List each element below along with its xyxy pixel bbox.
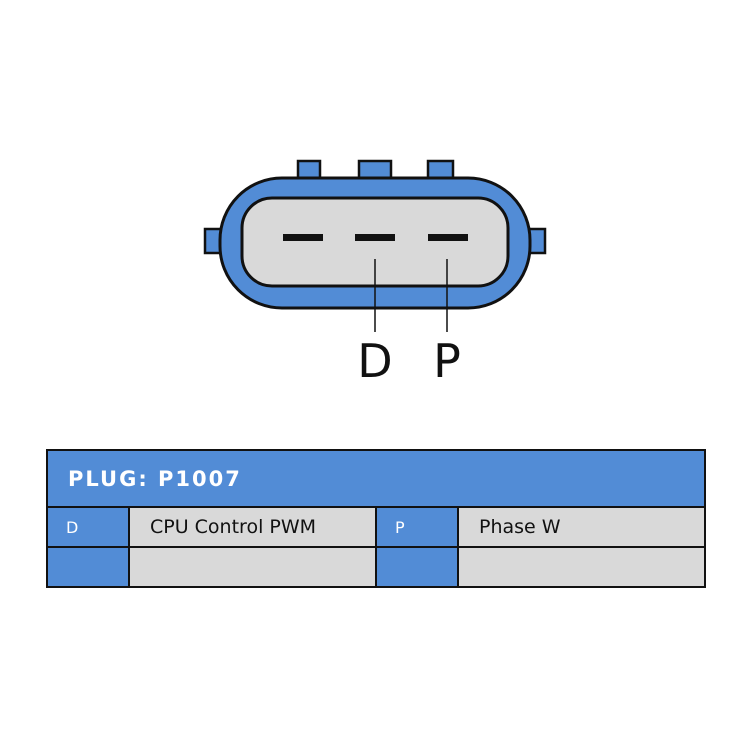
- pin-slot-2: [355, 234, 395, 241]
- pin-description-cell: [457, 546, 706, 588]
- pin-description-cell: Phase W: [457, 506, 706, 548]
- pin-slot-3: [428, 234, 468, 241]
- pin-id-cell: D: [46, 506, 130, 548]
- pin-id-cell: [46, 546, 130, 588]
- plug-title: PLUG: P1007: [46, 449, 706, 508]
- pin-label-p: P: [433, 334, 461, 388]
- connector-illustration: D P: [203, 159, 547, 388]
- pin-description-cell: [128, 546, 377, 588]
- plug-pin-table: PLUG: P1007 D CPU Control PWM P Phase W: [46, 449, 706, 588]
- table-row: D CPU Control PWM P Phase W: [46, 506, 706, 548]
- pin-label-d: D: [357, 334, 392, 388]
- pin-id-cell: [375, 546, 459, 588]
- table-row: [46, 546, 706, 588]
- table-header-row: PLUG: P1007: [46, 449, 706, 508]
- pin-id-cell: P: [375, 506, 459, 548]
- pin-description-cell: CPU Control PWM: [128, 506, 377, 548]
- pin-slot-1: [283, 234, 323, 241]
